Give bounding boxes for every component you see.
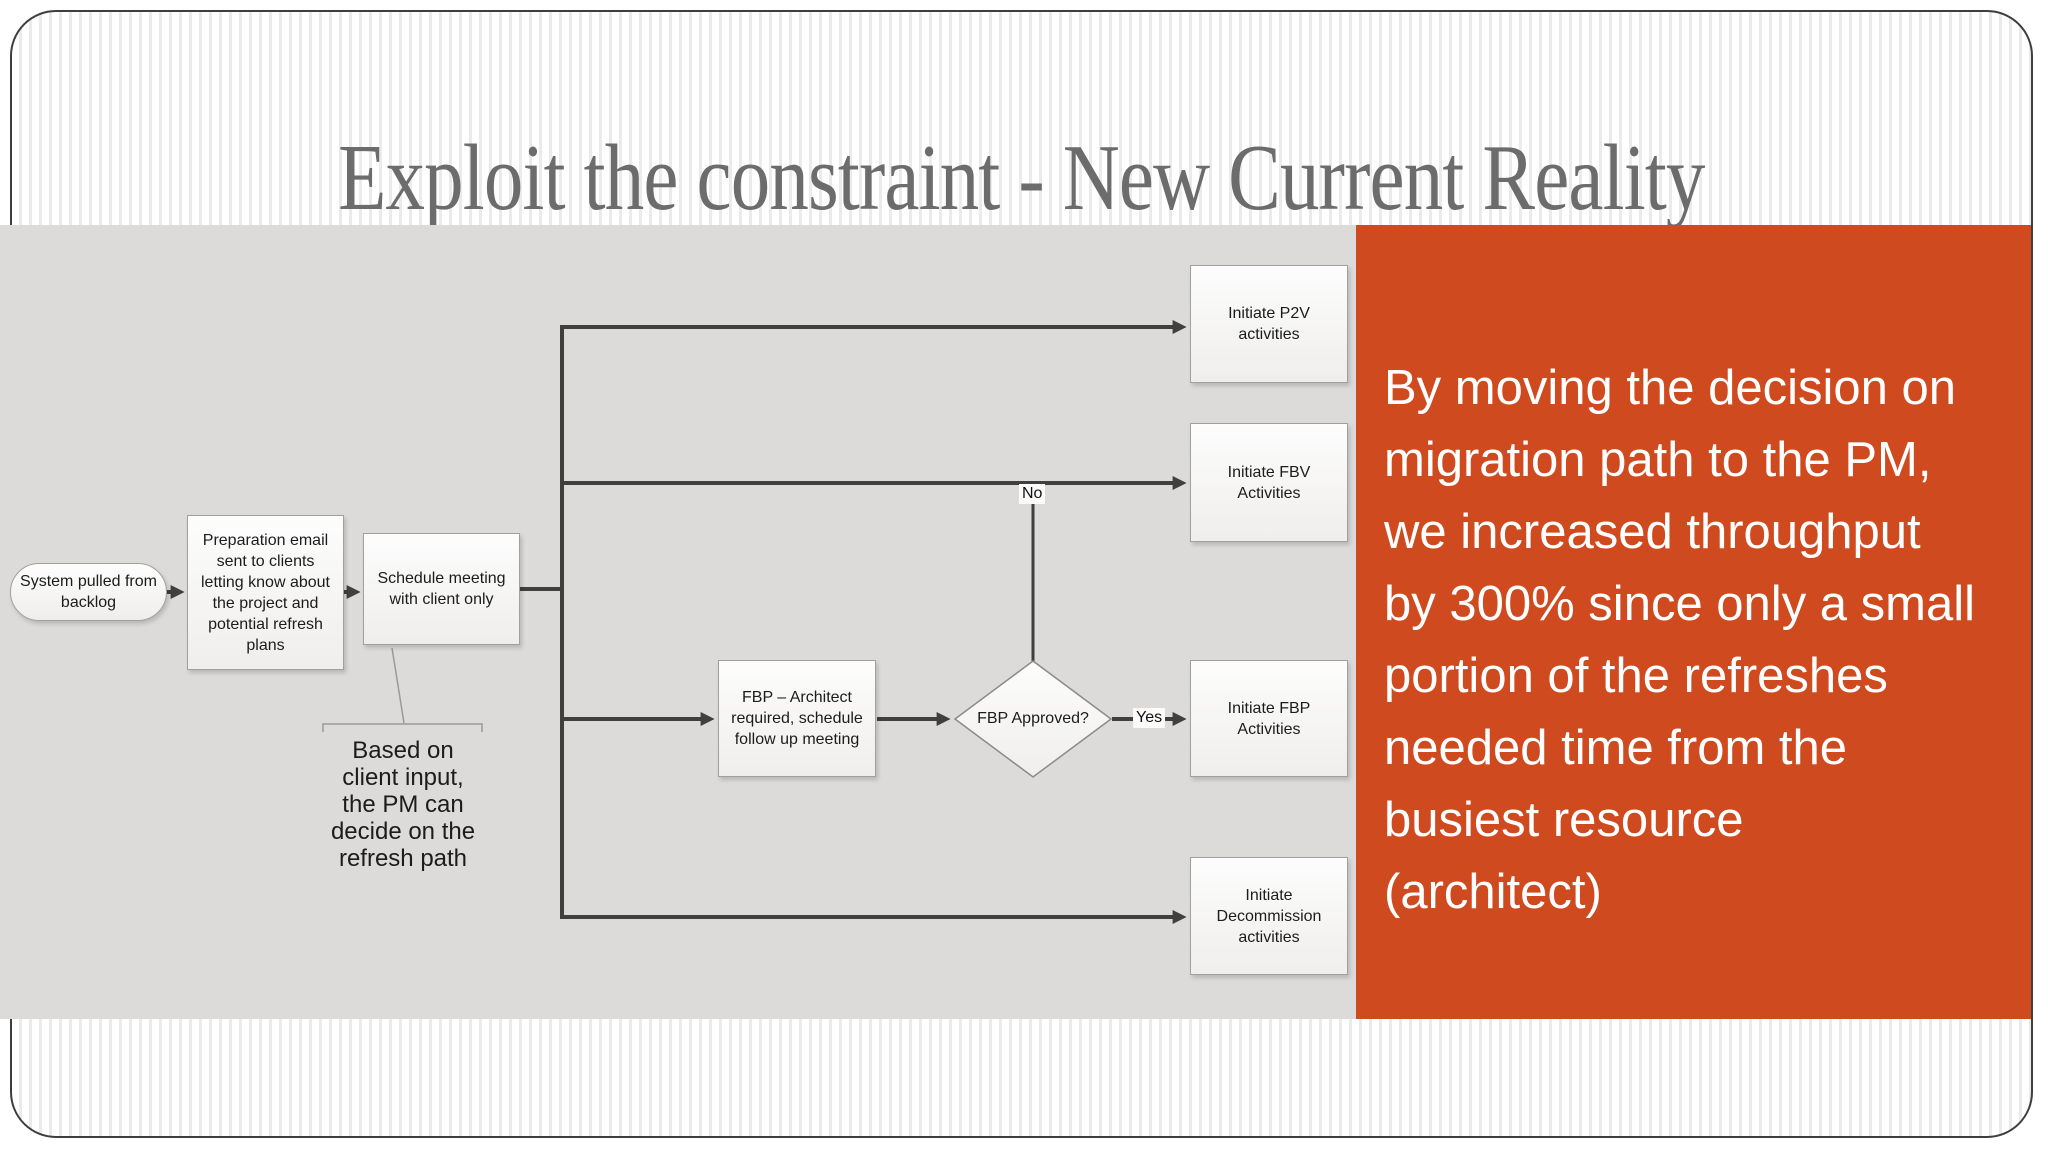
node-initiate-fbp-label: Initiate FBP Activities [1227,699,1311,738]
node-initiate-p2v-label: Initiate P2V activities [1228,305,1310,343]
takeaway-panel: By moving the decision on migration path… [1356,225,2031,1019]
node-schedule-meeting-label: Schedule meeting with client only [377,570,506,608]
node-initiate-fbp: Initiate FBP Activities [1190,660,1348,777]
takeaway-text: By moving the decision on migration path… [1384,361,1976,919]
node-fbp-decision-label: FBP Approved? [977,710,1089,727]
node-schedule-meeting: Schedule meeting with client only [363,533,520,645]
node-start: System pulled from backlog [10,563,167,621]
node-initiate-fbv: Initiate FBV Activities [1190,423,1348,542]
node-fbp-architect: FBP – Architect required, schedule follo… [718,660,876,777]
annotation-note: Based on client input, the PM can decide… [330,737,476,872]
node-initiate-decommission-label: Initiate Decommission activities [1216,886,1322,946]
node-initiate-decommission: Initiate Decommission activities [1190,857,1348,975]
node-fbp-decision: FBP Approved? [955,701,1111,737]
page-title-text: Exploit the constraint - New Current Rea… [338,126,1705,230]
node-prep-email: Preparation email sent to clients lettin… [187,515,344,670]
edge-label-yes: Yes [1133,708,1166,728]
node-fbp-architect-label: FBP – Architect required, schedule follo… [731,689,863,748]
edge-label-no: No [1019,484,1046,504]
node-start-label: System pulled from backlog [20,573,157,611]
page-title: Exploit the constraint - New Current Rea… [12,128,2031,228]
node-prep-email-label: Preparation email sent to clients lettin… [201,531,330,654]
node-initiate-fbv-label: Initiate FBV Activities [1227,463,1311,502]
node-initiate-p2v: Initiate P2V activities [1190,265,1348,383]
